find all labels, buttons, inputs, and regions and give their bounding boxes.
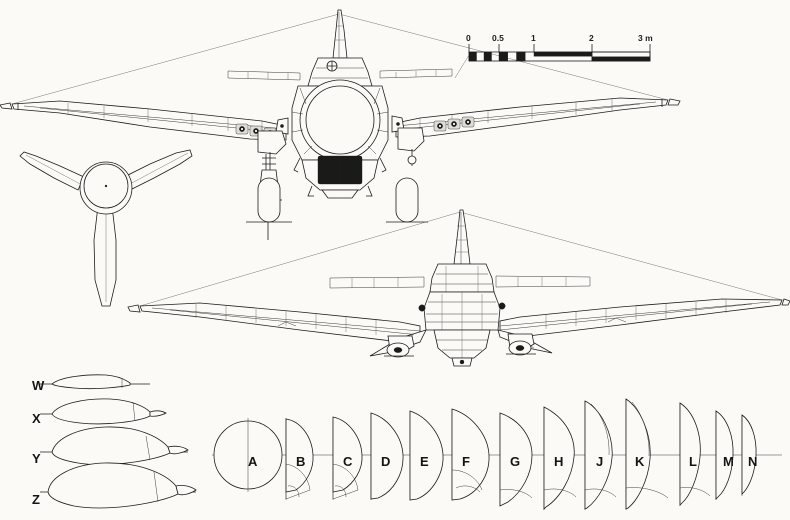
airfoil-label-y: Y	[32, 451, 41, 466]
section-label-n: N	[748, 454, 758, 469]
section-label-j: J	[596, 454, 604, 469]
section-label-a: A	[248, 454, 258, 469]
airfoil-label-w: W	[32, 378, 45, 393]
airfoil-label-z: Z	[32, 492, 40, 507]
section-label-h: H	[554, 454, 564, 469]
scale-tick-3m: 3 m	[638, 33, 653, 43]
section-label-b: B	[296, 454, 306, 469]
section-label-e: E	[420, 454, 429, 469]
scale-tick-05: 0.5	[492, 33, 504, 43]
scale-tick-1: 1	[531, 33, 536, 43]
scale-tick-0: 0	[466, 33, 471, 43]
section-label-f: F	[462, 454, 470, 469]
section-label-k: K	[635, 454, 645, 469]
section-label-g: G	[510, 454, 521, 469]
section-label-c: C	[343, 454, 353, 469]
section-label-d: D	[381, 454, 391, 469]
section-label-l: L	[689, 454, 697, 469]
scale-tick-2: 2	[589, 33, 594, 43]
section-label-m: M	[723, 454, 734, 469]
airfoil-label-x: X	[32, 411, 41, 426]
